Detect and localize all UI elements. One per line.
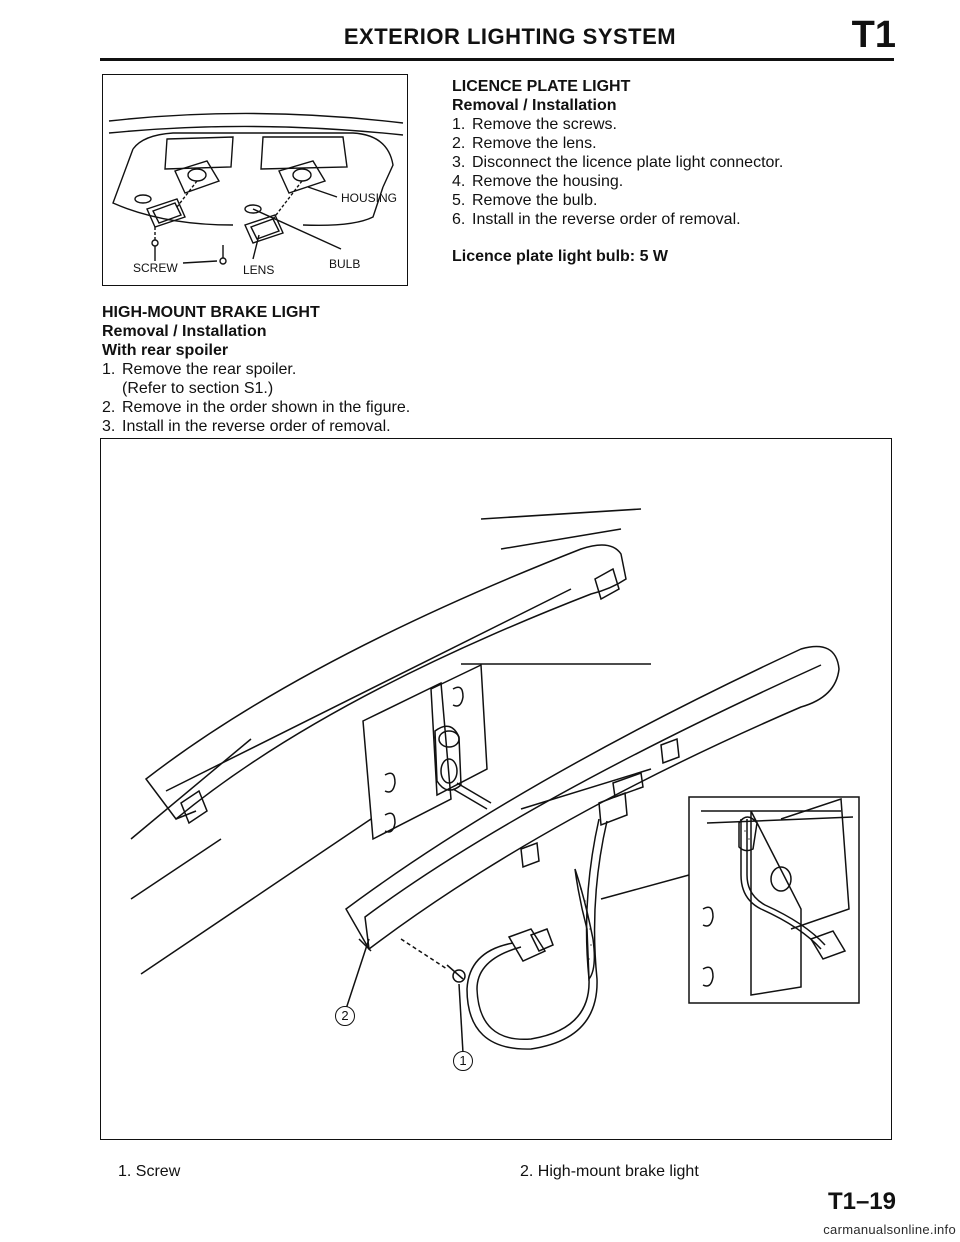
high-mount-condition: With rear spoiler [102,342,229,359]
licence-plate-subheading: Removal / Installation [452,97,617,114]
legend-item-screw: 1. Screw [118,1163,181,1180]
high-mount-brake-light-illustration [130,508,860,1054]
step-item: 1.Remove the rear spoiler. [102,361,297,378]
step-item: 6.Install in the reverse order of remova… [452,211,741,228]
step-item: 2.Remove the lens. [452,135,597,152]
licence-plate-heading: LICENCE PLATE LIGHT [452,78,631,95]
lens-label: LENS [243,263,275,277]
section-code: T1 [851,14,896,56]
step-item: 3.Install in the reverse order of remova… [102,418,391,435]
high-mount-brake-light-section: HIGH-MOUNT BRAKE LIGHT Removal / Install… [102,303,542,436]
watermark: carmanualsonline.info [823,1222,956,1237]
licence-plate-light-figure: HOUSING SCREW LENS BULB [102,74,408,286]
housing-label: HOUSING [341,191,398,205]
step-item: 2.Remove in the order shown in the figur… [102,399,411,416]
high-mount-brake-light-figure: 2 1 [100,438,892,1140]
licence-plate-light-illustration [108,112,404,265]
bulb-label: BULB [329,257,361,271]
legend-item-brake-light: 2. High-mount brake light [520,1163,699,1180]
screw-label: SCREW [133,261,178,275]
step-item: 1.Remove the screws. [452,116,617,133]
high-mount-heading: HIGH-MOUNT BRAKE LIGHT [102,304,320,321]
page-title: EXTERIOR LIGHTING SYSTEM [343,24,677,49]
step-item: 5.Remove the bulb. [452,192,598,209]
callout-screw-1: 1 [453,1051,473,1071]
step-item: 3.Disconnect the licence plate light con… [452,154,784,171]
bulb-spec: Licence plate light bulb: 5 W [452,248,669,265]
callout-screw-2: 2 [335,1006,355,1026]
page-number: T1–19 [827,1188,896,1215]
high-mount-subheading: Removal / Installation [102,323,267,340]
step-item: 4.Remove the housing. [452,173,624,190]
step-note: (Refer to section S1.) [122,380,274,397]
licence-plate-light-section: LICENCE PLATE LIGHT Removal / Installati… [452,77,892,266]
header-rule [100,58,894,61]
